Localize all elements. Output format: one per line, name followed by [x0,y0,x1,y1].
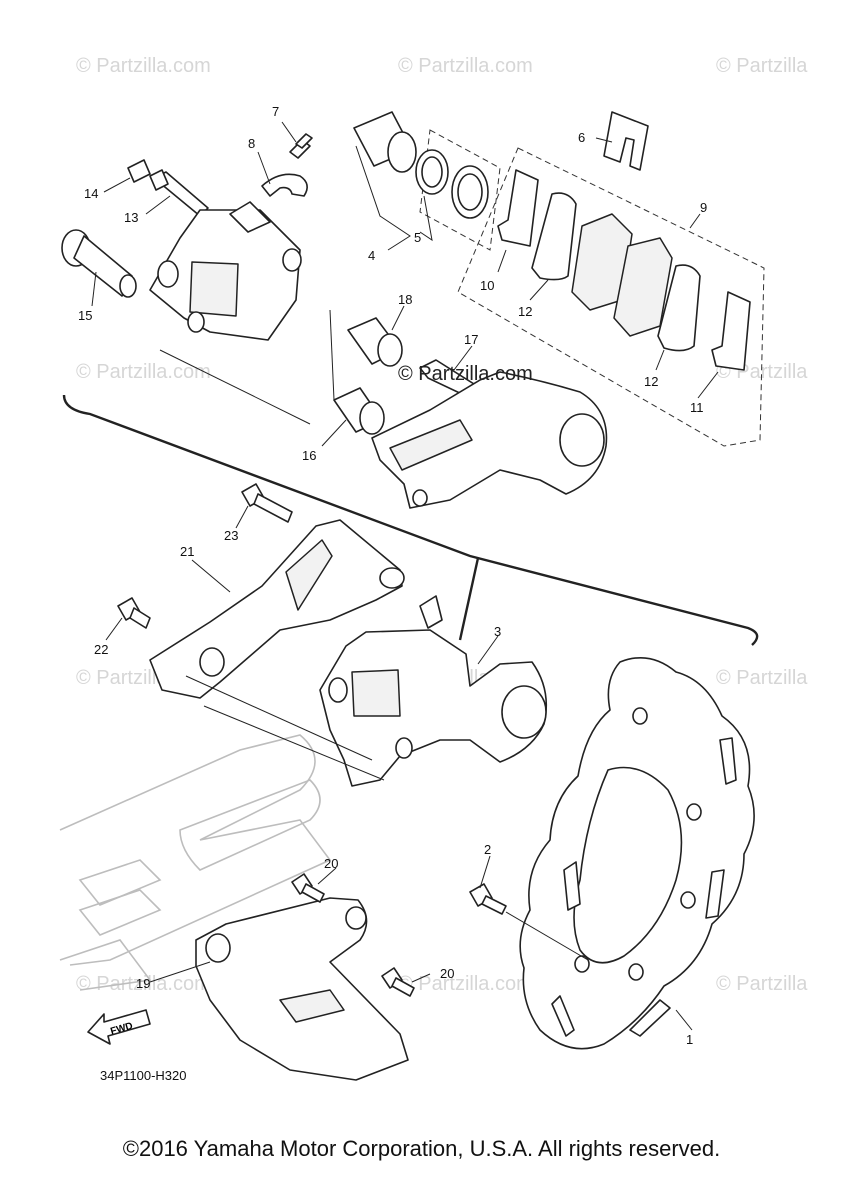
callout-15: 15 [78,308,92,323]
bracket-stem [458,557,480,641]
pad-spring-part [603,111,649,171]
brake-pad-parts [531,192,701,352]
callout-4: 4 [368,248,375,263]
watermark-text: © Partzilla [716,55,808,77]
shim-part-rear [711,291,751,371]
callout-12: 12 [518,304,532,319]
leader-lines [91,121,719,1031]
callout-20: 20 [324,856,338,871]
seal-parts [415,149,489,219]
callout-13: 13 [124,210,138,225]
callout-18: 18 [398,292,412,307]
callout-17: 17 [464,332,478,347]
callout-14: 14 [84,186,98,201]
callout-16: 16 [302,448,316,463]
callout-5: 5 [414,230,421,245]
caliper-assembly-part [319,595,548,787]
callout-6: 6 [578,130,585,145]
shim-part [497,169,539,247]
callout-9: 9 [700,200,707,215]
pad-set-box [457,147,765,447]
bolt-part-22 [117,597,151,629]
watermark-text: © Partzilla.com [76,973,211,995]
rubber-boot-part [333,387,385,435]
callout-1: 1 [686,1032,693,1047]
bolt-part-23 [241,483,293,523]
watermark-text: © Partzilla [716,667,808,689]
seal-box [419,129,501,251]
callout-8: 8 [248,136,255,151]
callout-labels: 7 8 14 13 15 4 5 6 9 10 12 12 11 18 17 1… [78,104,707,1047]
exploded-view-bracket [62,394,759,646]
disc-guard-part [195,897,409,1081]
pin-parts [127,159,209,217]
callout-10: 10 [480,278,494,293]
bolt-parts-20 [291,873,415,997]
forward-arrow-icon: FWD [87,1009,151,1045]
swingarm-outline [59,734,332,991]
clip-part [261,173,308,197]
callout-2: 2 [484,842,491,857]
watermark-text-dark: © Partzilla.com [398,363,533,385]
bolt-part-2 [469,883,507,915]
bleed-screw-part [289,133,313,159]
callout-7: 7 [272,104,279,119]
caliper-body-exploded [149,201,302,341]
callout-11: 11 [690,400,704,415]
watermark-text: © Partzilla [716,973,808,995]
callout-12: 12 [644,374,658,389]
boot-part [347,317,403,367]
piston-part [353,111,417,173]
watermark-text: © Partzilla.com [398,973,533,995]
callout-22: 22 [94,642,108,657]
callout-21: 21 [180,544,194,559]
watermark-text: © Partzilla.com [398,55,533,77]
caliper-guard-part [149,519,405,699]
diagram-code: 34P1100-H320 [100,1068,187,1083]
callout-3: 3 [494,624,501,639]
slide-pin-part [61,229,137,298]
callout-23: 23 [224,528,238,543]
callout-19: 19 [136,976,150,991]
brake-disc-part [519,656,755,1050]
watermark-text: © Partzilla.com [76,55,211,77]
copyright-notice: ©2016 Yamaha Motor Corporation, U.S.A. A… [122,1136,721,1161]
callout-20: 20 [440,966,454,981]
watermark-text: © Partzilla.com [76,361,211,383]
caliper-bracket-exploded [371,371,608,509]
